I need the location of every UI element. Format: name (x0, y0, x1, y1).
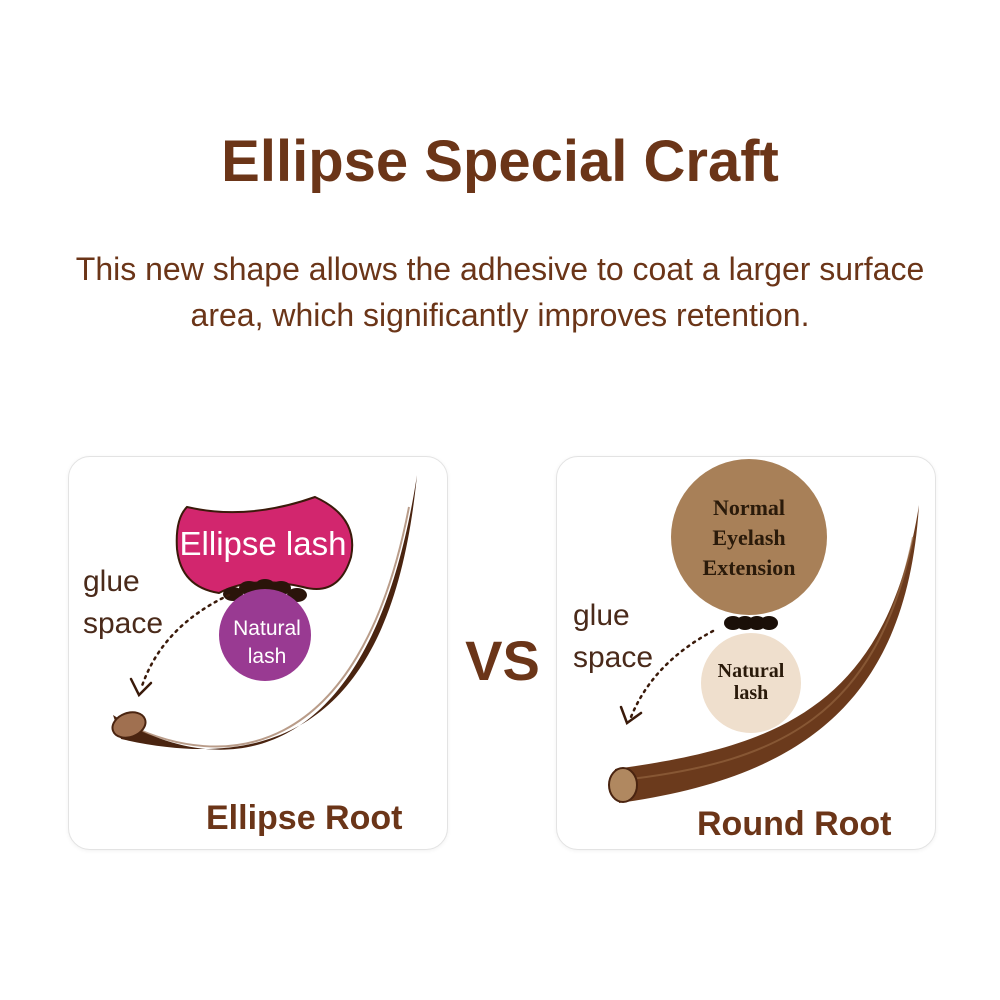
natural-lash-label-line2: lash (248, 645, 287, 668)
ellipse-root-diagram: Ellipse lash Natural lash glue space (83, 475, 417, 750)
vs-label: VS (465, 629, 540, 692)
glue-label-line1: glue (83, 565, 140, 598)
natural-lash-circle-left (219, 589, 311, 681)
page-title: Ellipse Special Craft (221, 129, 779, 194)
round-lash-highlight (630, 536, 914, 780)
round-root-diagram: Normal Eyelash Extension Natural lash gl… (573, 459, 919, 803)
ellipse-root-panel: Ellipse lash Natural lash glue space Ell… (68, 456, 448, 850)
ellipse-lash-shape (175, 495, 354, 595)
round-root-label: Round Root (697, 805, 892, 843)
glue-label-line2: space (83, 607, 163, 640)
glue-arrowhead-left (129, 677, 153, 698)
natural-lash-right-line1: Natural (718, 660, 785, 682)
glue-arrow-left (139, 593, 231, 691)
ellipse-lash-highlight (128, 506, 410, 748)
round-root-tip (608, 767, 638, 803)
round-lash-strand (615, 505, 919, 803)
natural-lash-label-line1: Natural (233, 617, 301, 640)
glue-dots-right (724, 616, 778, 630)
ellipse-root-label: Ellipse Root (206, 799, 403, 837)
glue-label-right-line2: space (573, 641, 653, 674)
natural-lash-right-line2: lash (734, 682, 768, 704)
natural-lash-circle-right (701, 633, 801, 733)
round-root-panel: Normal Eyelash Extension Natural lash gl… (556, 456, 936, 850)
glue-arrow-right (629, 629, 715, 719)
normal-extension-line1: Normal (713, 495, 785, 520)
ellipse-lash-label: Ellipse lash (180, 525, 347, 562)
glue-arrowhead-right (619, 705, 643, 725)
normal-extension-line3: Extension (703, 555, 796, 580)
normal-extension-circle (671, 459, 827, 615)
ellipse-root-tip (111, 711, 147, 739)
normal-extension-line2: Eyelash (712, 525, 785, 550)
glue-label-right-line1: glue (573, 599, 630, 632)
page-subtitle: This new shape allows the adhesive to co… (75, 251, 925, 333)
